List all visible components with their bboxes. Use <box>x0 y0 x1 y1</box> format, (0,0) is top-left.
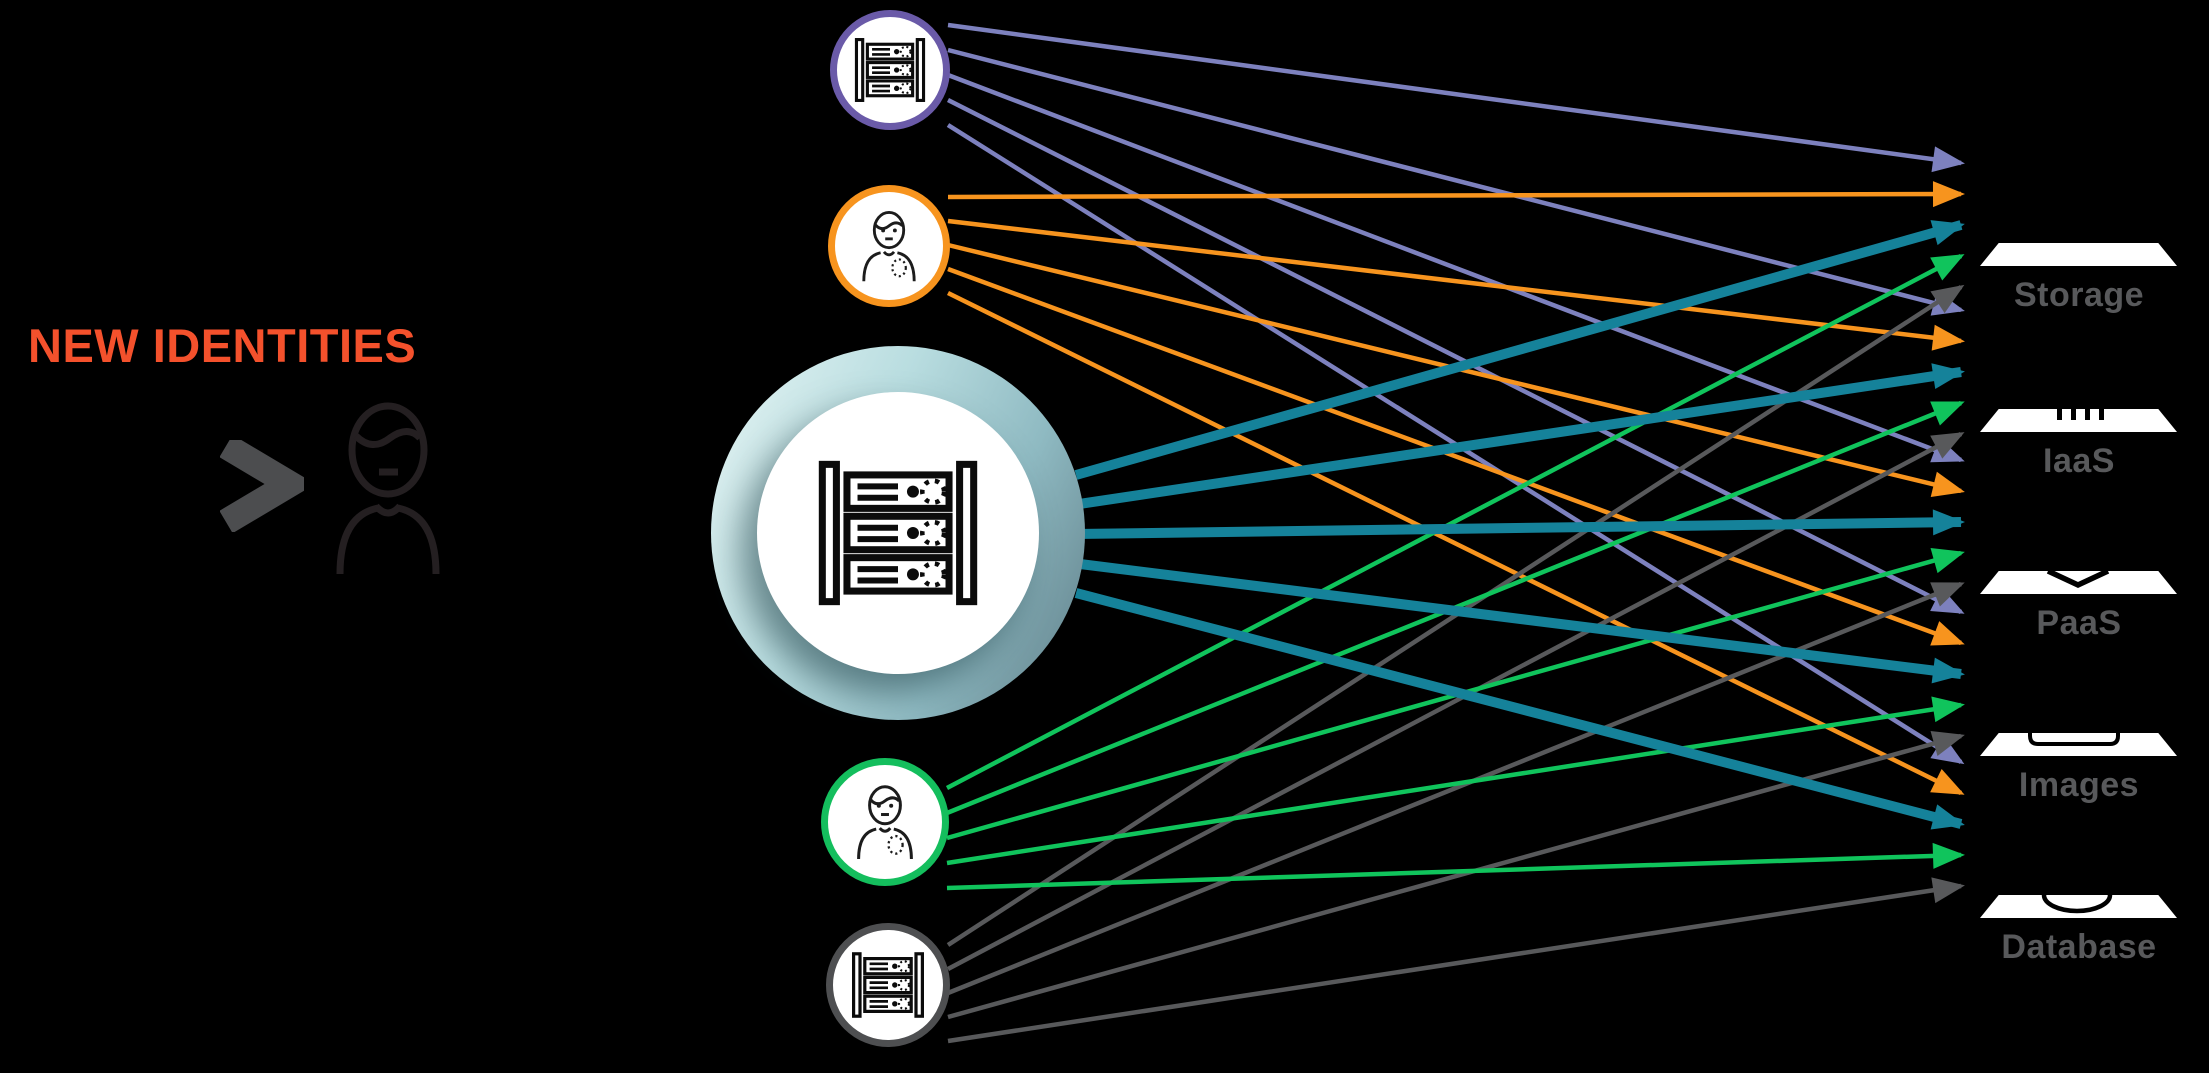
cloud-chip-icon <box>1980 409 2177 432</box>
connection-line <box>1074 588 1965 830</box>
greater-than-icon <box>220 440 304 532</box>
cloud-service-paas: PaaS <box>1980 571 2177 642</box>
cloud-database-icon <box>1980 895 2177 918</box>
highlight-inner-circle <box>757 392 1039 674</box>
cloud-label: IaaS <box>2043 442 2115 480</box>
connection-line <box>947 47 1965 316</box>
connection-line <box>1075 363 1965 510</box>
connection-line <box>947 290 1965 796</box>
cloud-service-iaas: IaaS <box>1980 409 2177 480</box>
page-title: NEW IDENTITIES <box>28 319 417 372</box>
cloud-chevron-icon <box>1980 571 2177 594</box>
connection-line <box>947 181 1965 208</box>
connection-line <box>947 877 1965 1044</box>
connection-line <box>945 254 1965 790</box>
source-server-purple <box>830 10 950 130</box>
person-icon <box>841 778 929 866</box>
cloud-service-database: Database <box>1980 895 2177 966</box>
connection-line <box>946 284 1965 947</box>
source-server-gray <box>826 923 950 1047</box>
connection-line <box>947 266 1965 646</box>
person-icon <box>847 204 931 288</box>
cloud-label: Storage <box>2013 276 2145 314</box>
server-rack-icon <box>851 31 929 109</box>
connection-line <box>946 842 1965 891</box>
source-person-orange <box>828 185 950 307</box>
connection-line <box>947 730 1965 1020</box>
new-identity-person-icon <box>336 402 440 575</box>
source-person-green <box>821 758 949 886</box>
connection-line <box>947 218 1965 351</box>
cloud-service-images: Images <box>1980 733 2177 804</box>
cloud-label: Database <box>2001 928 2157 966</box>
cloud-label: PaaS <box>2036 604 2122 642</box>
connection-line <box>1074 220 1965 480</box>
connection-line <box>946 432 1965 971</box>
cloud-service-storage: Storage <box>1980 243 2177 314</box>
connection-line <box>946 696 1965 866</box>
cloud-label: Images <box>2018 766 2140 804</box>
cloud-storage-icon <box>1980 243 2177 266</box>
source-machine-identity-highlight <box>711 346 1085 720</box>
server-rack-icon <box>848 945 928 1025</box>
connection-line <box>947 22 1965 173</box>
cloud-image-icon <box>1980 733 2177 756</box>
server-rack-icon <box>810 445 986 621</box>
connection-line <box>1075 558 1965 684</box>
connection-line <box>1075 509 1965 539</box>
